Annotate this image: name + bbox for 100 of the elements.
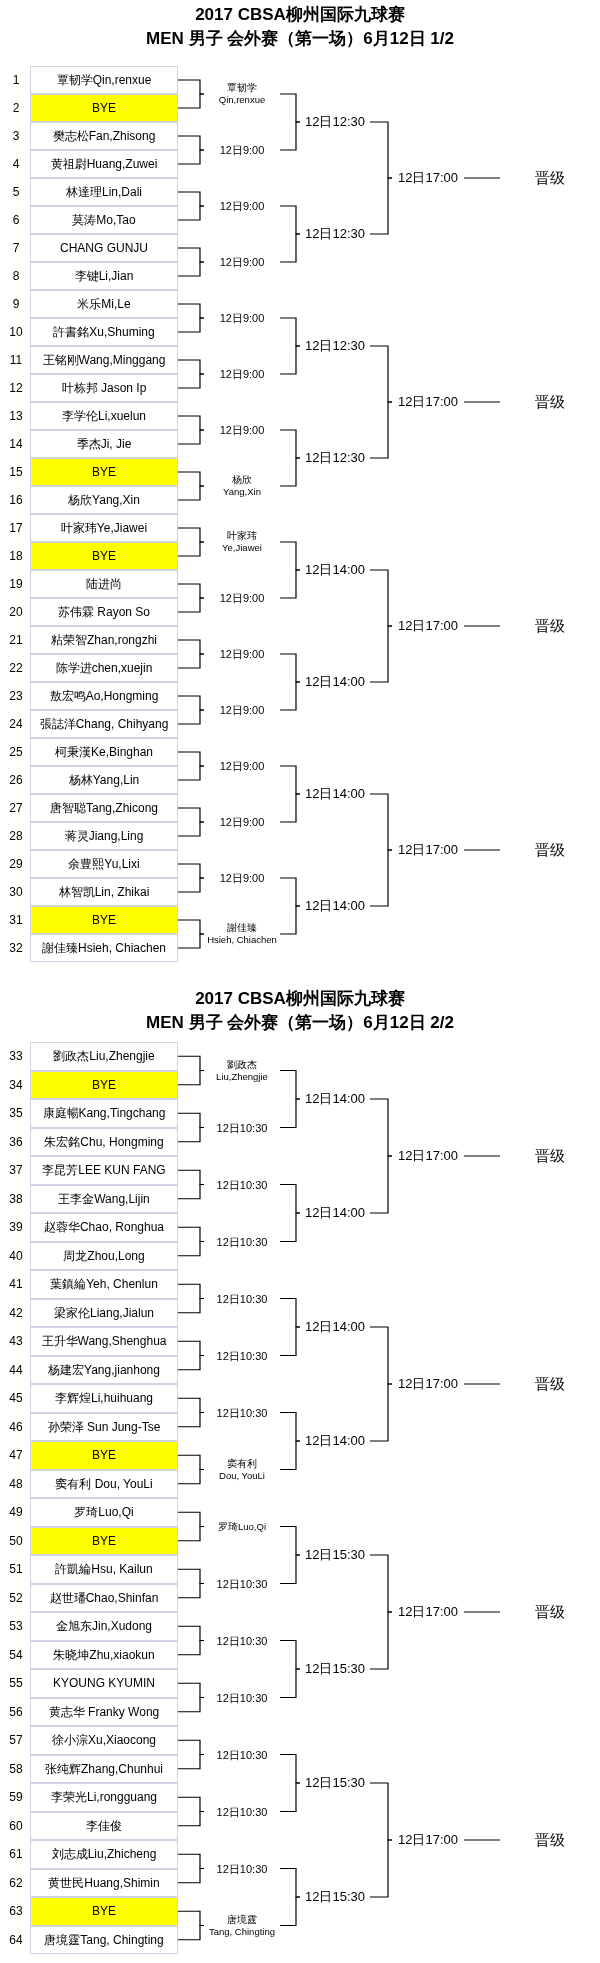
seed-number: 38 [8, 1191, 24, 1206]
name-cell [30, 318, 178, 346]
seed-number: 7 [11, 241, 21, 255]
player-name: 季杰Ji, Jie [76, 438, 132, 450]
bracket-line [369, 1611, 393, 1670]
bracket-line [369, 849, 393, 907]
bracket-line [279, 1098, 301, 1129]
seed-number: 43 [8, 1334, 24, 1349]
player-name: 蒋灵Jiang,Ling [64, 830, 144, 842]
winner-name: 罗琦Luo,Qi [218, 1520, 266, 1533]
advance-label: 晋级 [535, 620, 565, 632]
bracket-line [463, 625, 501, 627]
seed-number: 41 [8, 1277, 24, 1292]
player-name: 金旭东Jin,Xudong [55, 1620, 152, 1633]
match-time: 12日10:30 [216, 1862, 268, 1875]
player-name: 李学伦Li,xuelun [61, 410, 146, 422]
match-time: 12日9:00 [219, 200, 265, 212]
bracket-line [279, 1212, 301, 1243]
bracket-line [177, 373, 205, 389]
name-cell [30, 1355, 178, 1384]
match-time: 12日10:30 [216, 1178, 268, 1191]
match-time: 12日17:00 [398, 1606, 458, 1618]
name-cell [30, 934, 178, 962]
bracket-line [177, 1354, 205, 1371]
match-time: 12日10:30 [216, 1634, 268, 1647]
bracket-line [177, 317, 205, 333]
seed-number: 49 [8, 1505, 24, 1520]
advance-label: 晋级 [535, 1606, 565, 1618]
player-name: 叶家玮Ye,Jiawei [60, 522, 148, 534]
advance-label: 晋级 [535, 844, 565, 856]
seed-number: 62 [8, 1875, 24, 1890]
winner-name: Liu,Zhengjie [216, 1070, 268, 1083]
seed-number: 21 [8, 633, 24, 647]
name-cell [30, 430, 178, 458]
player-name: 刘志成Liu,Zhicheng [51, 1848, 157, 1861]
match-time: 12日17:00 [398, 396, 458, 408]
bye-cell [30, 1897, 178, 1926]
winner-name: Qin,renxue [218, 94, 266, 106]
bracket-line [279, 457, 301, 487]
name-cell [30, 1612, 178, 1641]
seed-number: 4 [11, 157, 21, 171]
name-cell [30, 150, 178, 178]
winner-name: Hsieh, Chiachen [207, 934, 277, 946]
name-cell [30, 1640, 178, 1669]
name-cell [30, 262, 178, 290]
match-time: 12日12:30 [305, 116, 365, 128]
name-cell [30, 1783, 178, 1812]
player-name: 粘荣智Zhan,rongzhi [50, 634, 157, 646]
player-name: 許凱綸Hsu, Kailun [55, 1563, 153, 1576]
player-name: BYE [92, 550, 116, 562]
name-cell [30, 850, 178, 878]
match-time: 12日10:30 [216, 1406, 268, 1419]
player-name: 赵蓉华Chao, Ronghua [43, 1221, 165, 1234]
player-name: 窦有利 Dou, YouLi [55, 1477, 153, 1490]
name-cell [30, 822, 178, 850]
match-time: 12日9:00 [219, 424, 265, 436]
winner-name: Tang, Chingting [209, 1925, 275, 1938]
seed-number: 20 [8, 605, 24, 619]
name-cell [30, 1868, 178, 1897]
match-time: 12日10:30 [216, 1577, 268, 1590]
player-name: 杨林Yang,Lin [68, 774, 140, 786]
match-time: 12日15:30 [305, 1891, 365, 1903]
seed-number: 59 [8, 1790, 24, 1805]
seed-number: 45 [8, 1391, 24, 1406]
match-time: 12日17:00 [398, 172, 458, 184]
match-time: 12日10:30 [216, 1121, 268, 1134]
seed-number: 58 [8, 1761, 24, 1776]
match-time: 12日14:00 [305, 1207, 365, 1219]
heading-text: 2017 CBSA柳州国际九球赛 [195, 988, 405, 1010]
advance-label: 晋级 [535, 172, 565, 184]
seed-number: 37 [8, 1163, 24, 1178]
seed-number: 17 [8, 521, 24, 535]
match-time: 12日14:00 [305, 676, 365, 688]
seed-number: 13 [8, 409, 24, 423]
name-cell [30, 1469, 178, 1498]
name-cell [30, 1840, 178, 1869]
bracket-line [177, 93, 205, 109]
bracket-line [177, 1753, 205, 1770]
bracket-line [177, 653, 205, 669]
player-name: 柯秉漢Ke,Binghan [54, 746, 154, 758]
match-time: 12日17:00 [398, 1378, 458, 1390]
bracket-line [369, 1383, 393, 1442]
bracket-line [369, 1155, 393, 1214]
match-time: 12日17:00 [398, 1150, 458, 1162]
winner-name: 覃韧学 [227, 82, 257, 94]
bracket-line [177, 205, 205, 221]
seed-number: 63 [8, 1904, 24, 1919]
name-cell [30, 598, 178, 626]
player-name: BYE [92, 1534, 116, 1547]
player-name: 朱晓坤Zhu,xiaokun [53, 1648, 155, 1661]
name-cell [30, 1726, 178, 1755]
winner-name: Ye,Jiawei [222, 542, 262, 554]
seed-number: 40 [8, 1248, 24, 1263]
heading-text: 2017 CBSA柳州国际九球赛 [195, 4, 405, 26]
bracket-line [369, 1839, 393, 1898]
player-name: 唐智聪Tang,Zhicong [49, 802, 158, 814]
match-time: 12日10:30 [216, 1235, 268, 1248]
seed-number: 36 [8, 1134, 24, 1149]
player-name: 莫涛Mo,Tao [72, 214, 136, 226]
bracket-line [177, 1810, 205, 1827]
